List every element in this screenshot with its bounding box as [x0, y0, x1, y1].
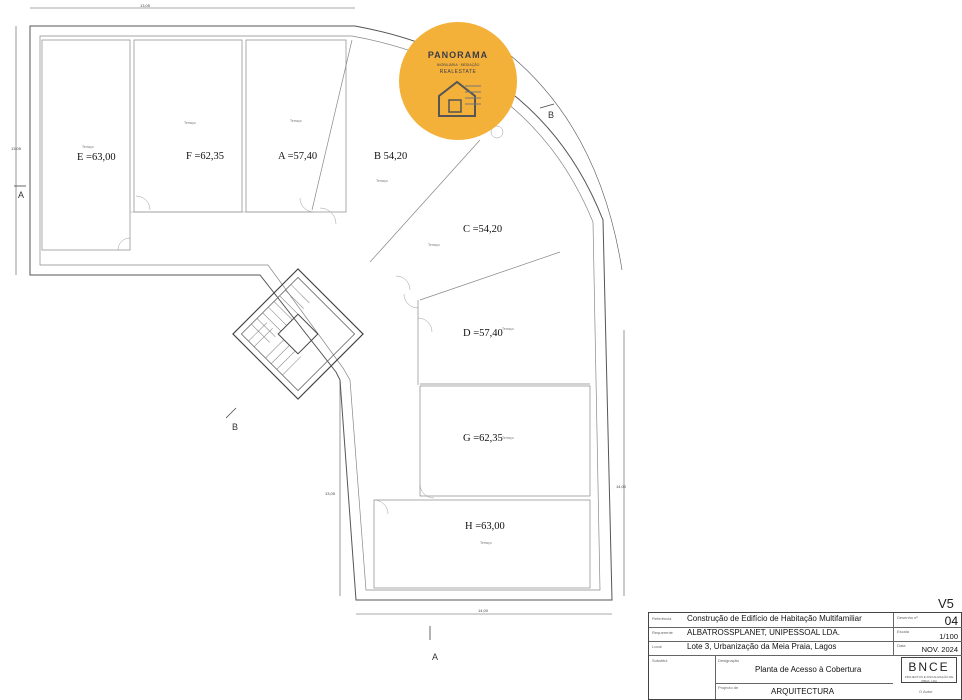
section-b-right: B: [548, 110, 554, 120]
substitute-key: Substitui: [652, 658, 668, 663]
unit-f-label: F =62,35: [186, 151, 224, 162]
drawing-number-key: Desenho nº: [897, 615, 918, 620]
title-row-location: Local Lote 3, Urbanização da Meia Praia,…: [649, 641, 893, 656]
company-name: BNCE: [908, 660, 950, 674]
unit-a-label: A =57,40: [278, 151, 317, 162]
location-value: Lote 3, Urbanização da Meia Praia, Lagos: [687, 642, 837, 651]
outer-wall: [29, 25, 613, 601]
dimension-lines: [15, 7, 625, 615]
stair-core: [232, 268, 364, 400]
company-subtitle: PROJECTOS E FISCALIZAÇÃO DE OBRA, LDA: [904, 675, 954, 683]
project-key: Projecto de: [718, 685, 739, 690]
house-icon: [438, 80, 481, 117]
reference-value: Construção de Edifício de Habitação Mult…: [687, 614, 862, 623]
inner-wall: [39, 35, 601, 591]
bnce-logo: BNCE PROJECTOS E FISCALIZAÇÃO DE OBRA, L…: [901, 657, 957, 683]
partitions: [41, 39, 591, 589]
author-key: O Autor: [919, 689, 933, 694]
unit-g-sub: Terraço: [502, 436, 514, 440]
designation-cell: Designação Planta de Acesso à Cobertura: [715, 655, 893, 684]
reference-key: Referência: [652, 616, 672, 621]
unit-e-sub: Terraço: [82, 145, 94, 149]
project-value: ARQUITECTURA: [771, 687, 835, 696]
section-b-left: B: [232, 422, 238, 432]
dim-left: 13,05: [11, 146, 22, 151]
title-row-reference: Referência Construção de Edifício de Hab…: [649, 613, 893, 628]
title-row-applicant: Requerente ALBATROSSPLANET, UNIPESSOAL L…: [649, 627, 893, 642]
scale-cell: Escala 1/100: [893, 627, 962, 642]
drawing-number: 04: [944, 614, 958, 628]
dim-top: 13,05: [140, 3, 151, 8]
section-a-bottom: A: [432, 652, 438, 662]
unit-h-label: H =63,00: [465, 521, 505, 532]
logo-brand: REALESTATE: [439, 69, 477, 75]
logo-subtitle: IMOBILIÁRIA · MEDIAÇÃO: [436, 63, 480, 67]
unit-b-sub: Terraço: [376, 179, 388, 183]
unit-c-label: C =54,20: [463, 224, 502, 235]
location-key: Local: [652, 644, 662, 649]
unit-d-sub: Terraço: [502, 327, 514, 331]
substitute-cell: Substitui: [649, 655, 716, 699]
unit-a-sub: Terraço: [290, 119, 302, 123]
unit-b-label: B 54,20: [374, 151, 407, 162]
designation-key: Designação: [718, 658, 740, 663]
unit-e-label: E =63,00: [77, 152, 116, 163]
title-block: Referência Construção de Edifício de Hab…: [648, 612, 962, 700]
applicant-value: ALBATROSSPLANET, UNIPESSOAL LDA.: [687, 628, 840, 637]
project-cell: Projecto de ARQUITECTURA: [715, 683, 893, 699]
scale-value: 1/100: [939, 632, 958, 641]
section-markers: [14, 103, 555, 640]
unit-f-sub: Terraço: [184, 121, 196, 125]
dim-right: 14,00: [616, 484, 627, 489]
date-key: Data: [897, 643, 906, 648]
unit-h-sub: Terraço: [480, 541, 492, 545]
date-cell: Data NOV. 2024: [893, 641, 962, 656]
date-value: NOV. 2024: [921, 645, 958, 654]
panorama-logo: PANORAMA IMOBILIÁRIA · MEDIAÇÃO REALESTA…: [399, 22, 517, 140]
applicant-key: Requerente: [652, 630, 673, 635]
version-label: V5: [938, 596, 954, 611]
drawing-number-cell: Desenho nº 04: [893, 613, 962, 628]
scale-key: Escala: [897, 629, 910, 634]
dim-bottom: 14,00: [478, 608, 489, 613]
unit-d-label: D =57,40: [463, 328, 503, 339]
logo-title: PANORAMA: [427, 50, 489, 60]
designation-value: Planta de Acesso à Cobertura: [755, 665, 862, 674]
dim-mid: 13,05: [325, 491, 336, 496]
unit-c-sub: Terraço: [428, 243, 440, 247]
section-a-left: A: [18, 190, 24, 200]
unit-g-label: G =62,35: [463, 433, 503, 444]
